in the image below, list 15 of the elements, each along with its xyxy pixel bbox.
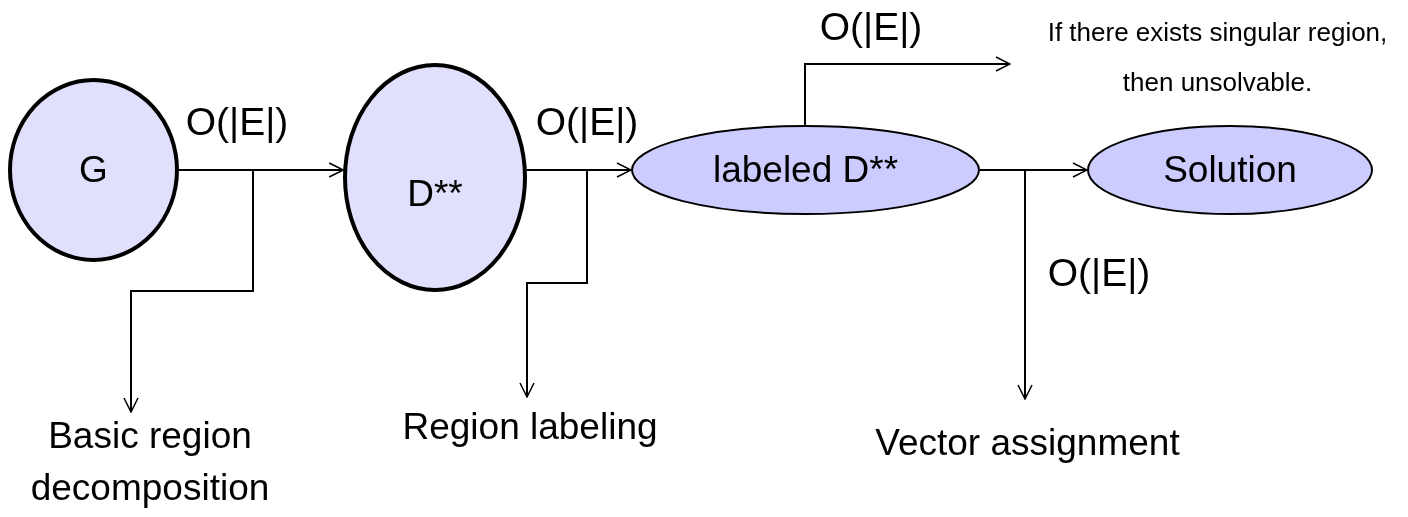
step-label: Region labeling [380, 397, 680, 453]
ellipse-node [343, 63, 527, 292]
node-label: D** [407, 172, 463, 215]
step-label: Vector assignment [830, 399, 1225, 469]
node-label: Solution [1163, 149, 1297, 191]
node-label: G [79, 149, 108, 191]
arrow [804, 56, 1011, 126]
note-text: If there exists singular region, then unsolvable. [1010, 5, 1405, 110]
step-label: Basic region decomposition [0, 412, 300, 514]
ellipse-node [1087, 125, 1373, 215]
arrow [979, 169, 1033, 400]
arrow [123, 169, 254, 413]
ellipse-node [8, 78, 179, 262]
arrow [519, 169, 588, 398]
node-label: labeled D** [712, 149, 899, 191]
